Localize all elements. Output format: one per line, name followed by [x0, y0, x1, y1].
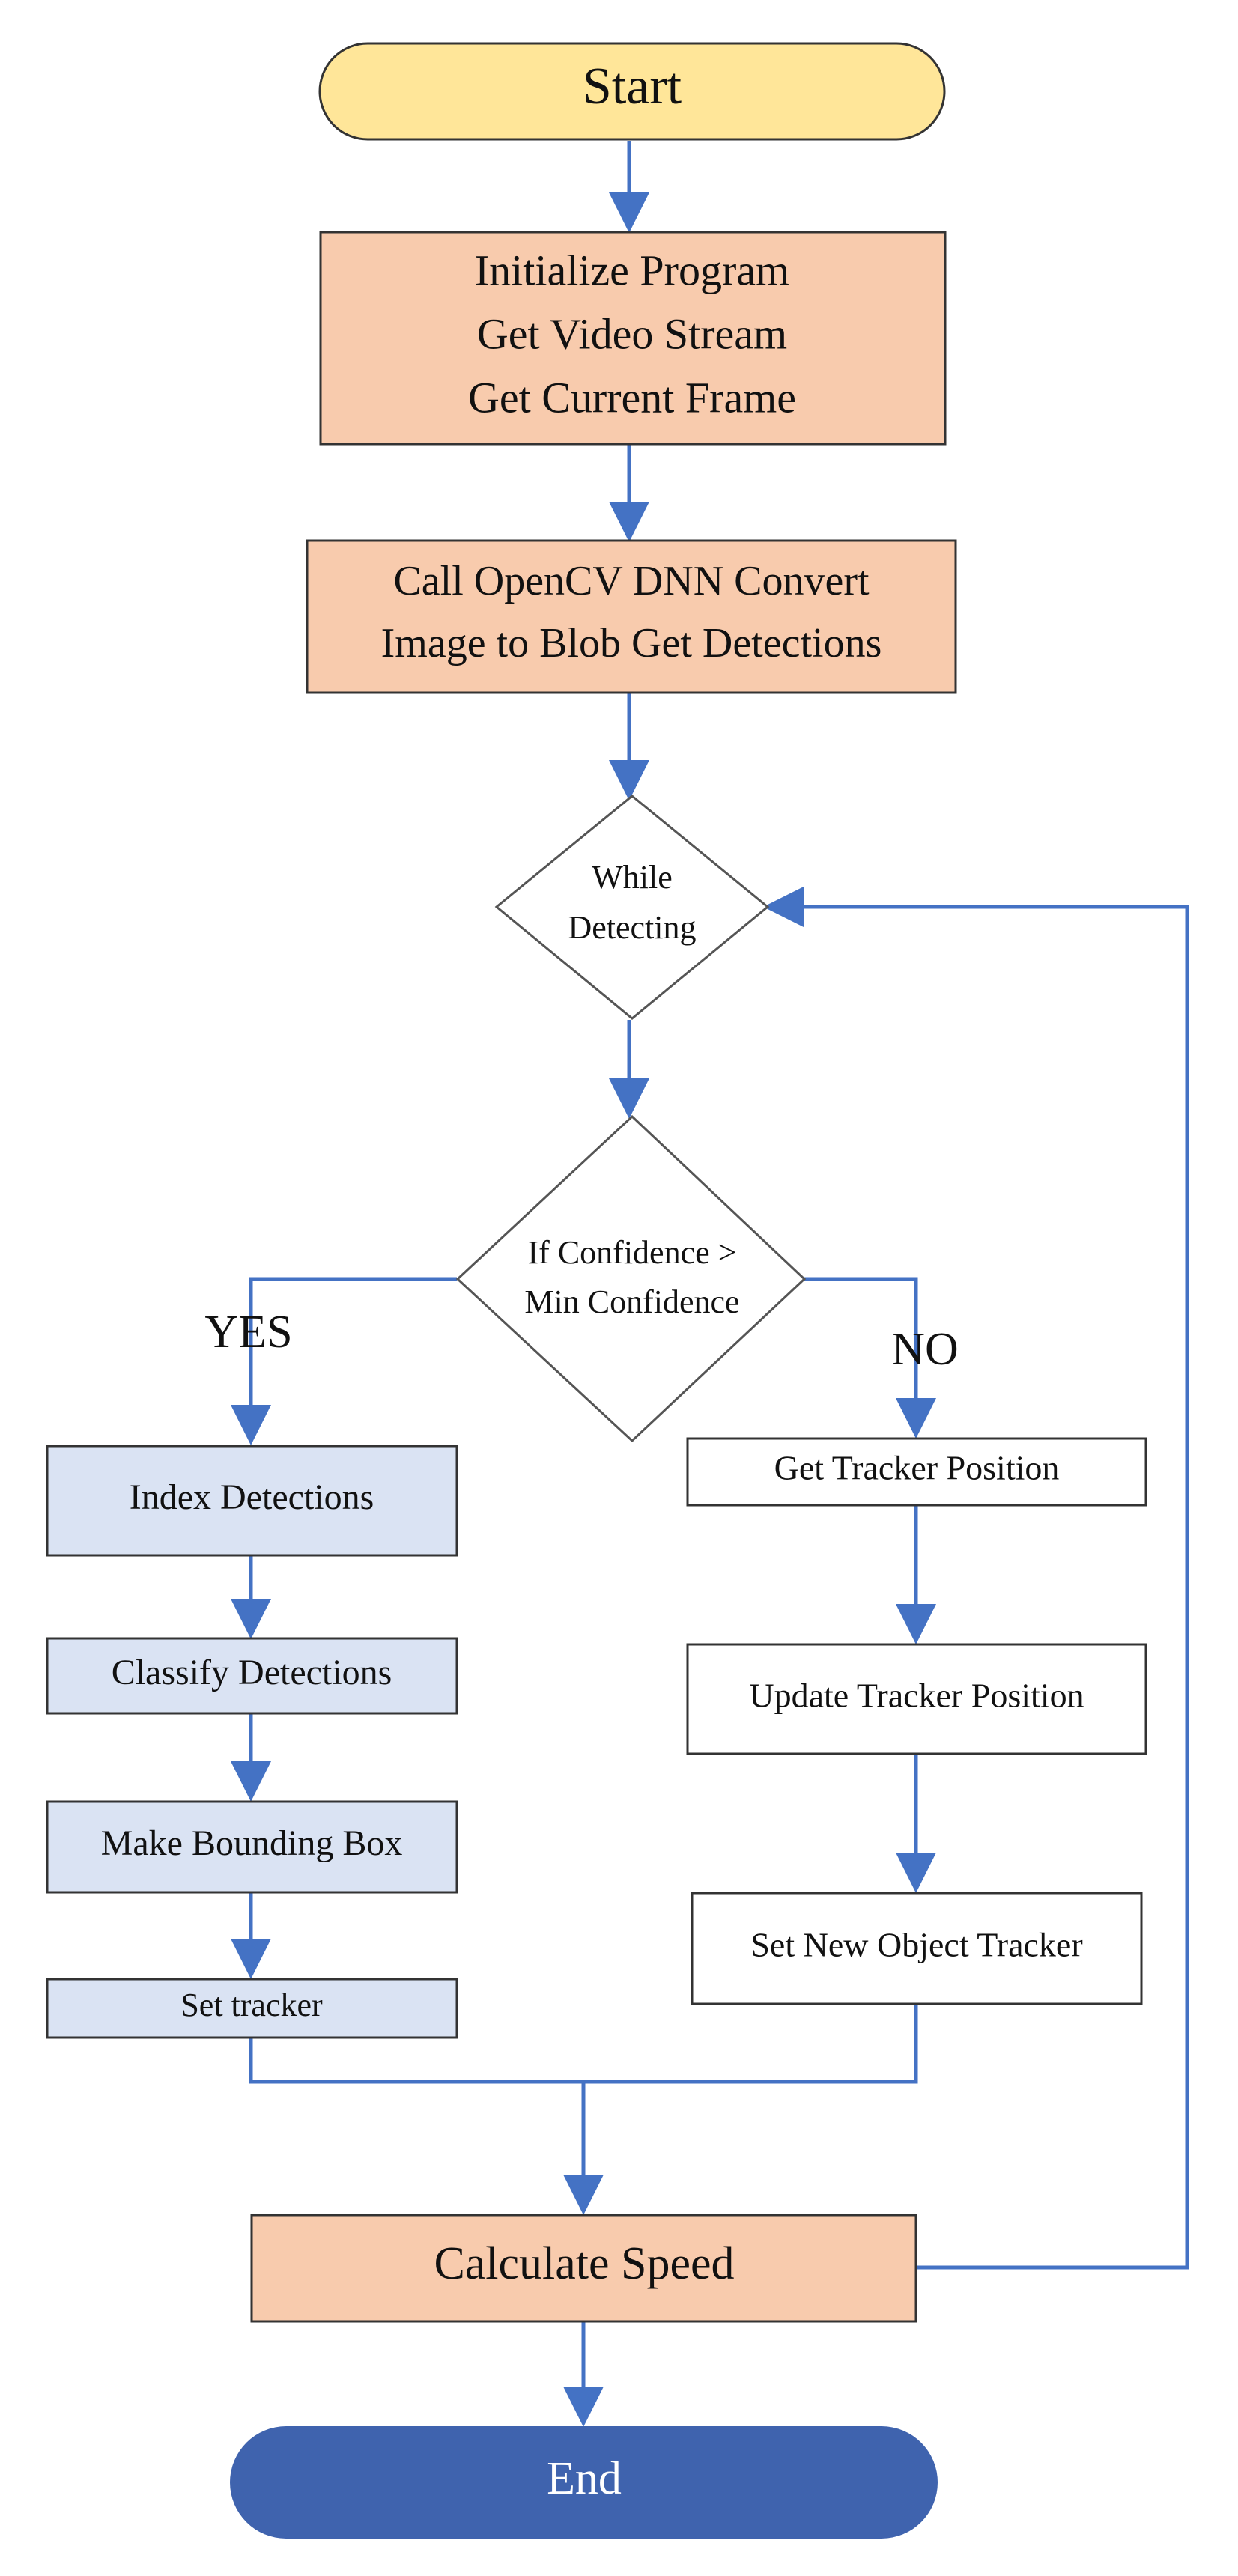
end-terminal: End — [230, 2426, 938, 2539]
no-label: NO — [891, 1324, 959, 1375]
start-terminal: Start — [318, 42, 946, 141]
get-tracker-position-label: Get Tracker Position — [774, 1449, 1060, 1487]
set-tracker-label: Set tracker — [180, 1987, 323, 2023]
init-line-2: Get Video Stream — [477, 309, 787, 358]
set-tracker-process: Set tracker — [46, 1978, 458, 2039]
update-tracker-position-label: Update Tracker Position — [749, 1677, 1084, 1715]
index-detections-process: Index Detections — [46, 1445, 458, 1557]
init-process: Initialize Program Get Video Stream Get … — [319, 231, 947, 446]
dnn-process: Call OpenCV DNN Convert Image to Blob Ge… — [306, 539, 957, 694]
update-tracker-position-process: Update Tracker Position — [686, 1643, 1147, 1755]
start-label: Start — [583, 58, 682, 115]
yes-label: YES — [204, 1307, 292, 1358]
index-detections-label: Index Detections — [130, 1477, 374, 1517]
set-new-object-tracker-process: Set New Object Tracker — [691, 1892, 1143, 2005]
set-new-object-tracker-label: Set New Object Tracker — [750, 1926, 1082, 1964]
arrow-yes-branch — [231, 1277, 457, 1445]
end-label: End — [547, 2453, 622, 2504]
dnn-line-1: Call OpenCV DNN Convert — [393, 558, 870, 604]
confidence-line-1: If Confidence > — [528, 1234, 737, 1271]
calculate-speed-process: Calculate Speed — [250, 2214, 917, 2323]
calculate-speed-label: Calculate Speed — [434, 2238, 734, 2289]
get-tracker-position-process: Get Tracker Position — [686, 1437, 1147, 1507]
classify-detections-process: Classify Detections — [46, 1637, 458, 1715]
confidence-decision: If Confidence > Min Confidence — [455, 1114, 807, 1443]
classify-detections-label: Classify Detections — [112, 1653, 392, 1692]
init-line-1: Initialize Program — [475, 246, 789, 294]
bounding-box-label: Make Bounding Box — [101, 1823, 403, 1863]
loop-back-line — [763, 887, 1189, 2270]
while-detecting-decision: While Detecting — [494, 795, 770, 1020]
bounding-box-process: Make Bounding Box — [46, 1800, 458, 1894]
connectors — [231, 141, 1189, 2427]
while-line-2: Detecting — [568, 909, 696, 946]
arrow-no-branch — [801, 1277, 936, 1439]
confidence-line-2: Min Confidence — [524, 1284, 739, 1320]
dnn-line-2: Image to Blob Get Detections — [381, 620, 882, 666]
init-line-3: Get Current Frame — [468, 373, 796, 422]
while-line-1: While — [592, 859, 673, 896]
